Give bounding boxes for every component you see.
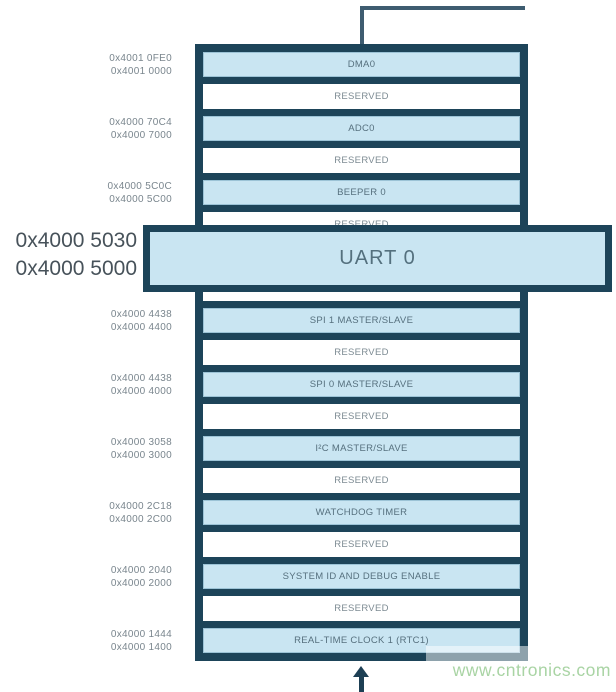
address-label-rtc1: 0x4000 1444 0x4000 1400 xyxy=(0,628,172,654)
stack-row-watchdog: WATCHDOG TIMER xyxy=(203,500,520,525)
row-label: RESERVED xyxy=(334,155,389,166)
row-label: DMA0 xyxy=(347,59,376,70)
stack-row-reserved: RESERVED xyxy=(203,340,520,365)
row-label: SPI 0 MASTER/SLAVE xyxy=(309,379,414,390)
peripheral-stack: DMA0 RESERVED ADC0 RESERVED BEEPER 0 RES… xyxy=(195,44,528,661)
stack-row-dma0: DMA0 xyxy=(203,52,520,77)
row-label: REAL-TIME CLOCK 1 (RTC1) xyxy=(294,635,429,646)
address-lo: 0x4000 2C00 xyxy=(109,514,172,525)
address-lo: 0x4000 5C00 xyxy=(109,194,172,205)
stack-row-spi0: SPI 0 MASTER/SLAVE xyxy=(203,372,520,397)
address-hi: 0x4000 70C4 xyxy=(109,117,172,128)
address-label-dma0: 0x4001 0FE0 0x4001 0000 xyxy=(0,52,172,78)
address-label-spi0: 0x4000 4438 0x4000 4000 xyxy=(0,372,172,398)
address-lo: 0x4000 2000 xyxy=(110,578,172,589)
stack-row-adc0: ADC0 xyxy=(203,116,520,141)
stack-row-sysid: SYSTEM ID AND DEBUG ENABLE xyxy=(203,564,520,589)
address-lo: 0x4000 1400 xyxy=(110,642,172,653)
up-arrow-icon xyxy=(353,666,369,677)
stack-row-reserved: RESERVED xyxy=(203,148,520,173)
address-hi: 0x4000 2040 xyxy=(110,565,172,576)
row-label: WATCHDOG TIMER xyxy=(315,507,408,518)
address-label-sysid: 0x4000 2040 0x4000 2000 xyxy=(0,564,172,590)
address-lo: 0x4001 0000 xyxy=(110,66,172,77)
row-label: SYSTEM ID AND DEBUG ENABLE xyxy=(282,571,441,582)
row-label: SPI 1 MASTER/SLAVE xyxy=(309,315,414,326)
uart0-callout-label: UART 0 xyxy=(339,247,416,269)
stack-row-reserved: RESERVED xyxy=(203,84,520,109)
address-lo: 0x4000 3000 xyxy=(110,450,172,461)
address-hi: 0x4000 4438 xyxy=(110,373,172,384)
address-label-adc0: 0x4000 70C4 0x4000 7000 xyxy=(0,116,172,142)
address-hi: 0x4001 0FE0 xyxy=(109,53,172,64)
row-label: RESERVED xyxy=(334,475,389,486)
address-label-beeper0: 0x4000 5C0C 0x4000 5C00 xyxy=(0,180,172,206)
address-lo: 0x4000 4000 xyxy=(110,386,172,397)
address-hi: 0x4000 5C0C xyxy=(107,181,172,192)
uart0-address-label: 0x4000 5030 0x4000 5000 xyxy=(0,227,137,283)
address-lo: 0x4000 7000 xyxy=(110,130,172,141)
address-hi: 0x4000 5030 xyxy=(15,229,137,252)
stack-row-beeper0: BEEPER 0 xyxy=(203,180,520,205)
row-label: RESERVED xyxy=(334,539,389,550)
address-hi: 0x4000 4438 xyxy=(110,309,172,320)
stack-row-reserved: RESERVED xyxy=(203,596,520,621)
address-lo: 0x4000 5000 xyxy=(15,257,137,280)
uart0-callout: UART 0 xyxy=(143,225,612,292)
stack-row-reserved: RESERVED xyxy=(203,532,520,557)
stack-row-i2c: I²C MASTER/SLAVE xyxy=(203,436,520,461)
stack-row-spi1: SPI 1 MASTER/SLAVE xyxy=(203,308,520,333)
stack-row-reserved: RESERVED xyxy=(203,404,520,429)
callout-connector-horizontal-line xyxy=(360,6,525,10)
address-lo: 0x4000 4400 xyxy=(110,322,172,333)
address-label-spi1: 0x4000 4438 0x4000 4400 xyxy=(0,308,172,334)
row-label: RESERVED xyxy=(334,603,389,614)
row-label: RESERVED xyxy=(334,91,389,102)
callout-connector-vertical-line xyxy=(360,6,364,45)
row-label: RESERVED xyxy=(334,411,389,422)
address-hi: 0x4000 2C18 xyxy=(109,501,172,512)
row-label: BEEPER 0 xyxy=(337,187,386,198)
watermark-text: www.cntronics.com xyxy=(452,660,611,680)
row-label: I²C MASTER/SLAVE xyxy=(315,443,408,454)
row-label: RESERVED xyxy=(334,347,389,358)
stack-row-reserved: RESERVED xyxy=(203,468,520,493)
row-label: RESERVED xyxy=(334,219,389,230)
address-label-watchdog: 0x4000 2C18 0x4000 2C00 xyxy=(0,500,172,526)
up-arrow-stem xyxy=(359,676,364,692)
address-hi: 0x4000 1444 xyxy=(110,629,172,640)
address-hi: 0x4000 3058 xyxy=(110,437,172,448)
row-label: ADC0 xyxy=(348,123,375,134)
address-label-i2c: 0x4000 3058 0x4000 3000 xyxy=(0,436,172,462)
watermark-overlay xyxy=(426,646,616,692)
